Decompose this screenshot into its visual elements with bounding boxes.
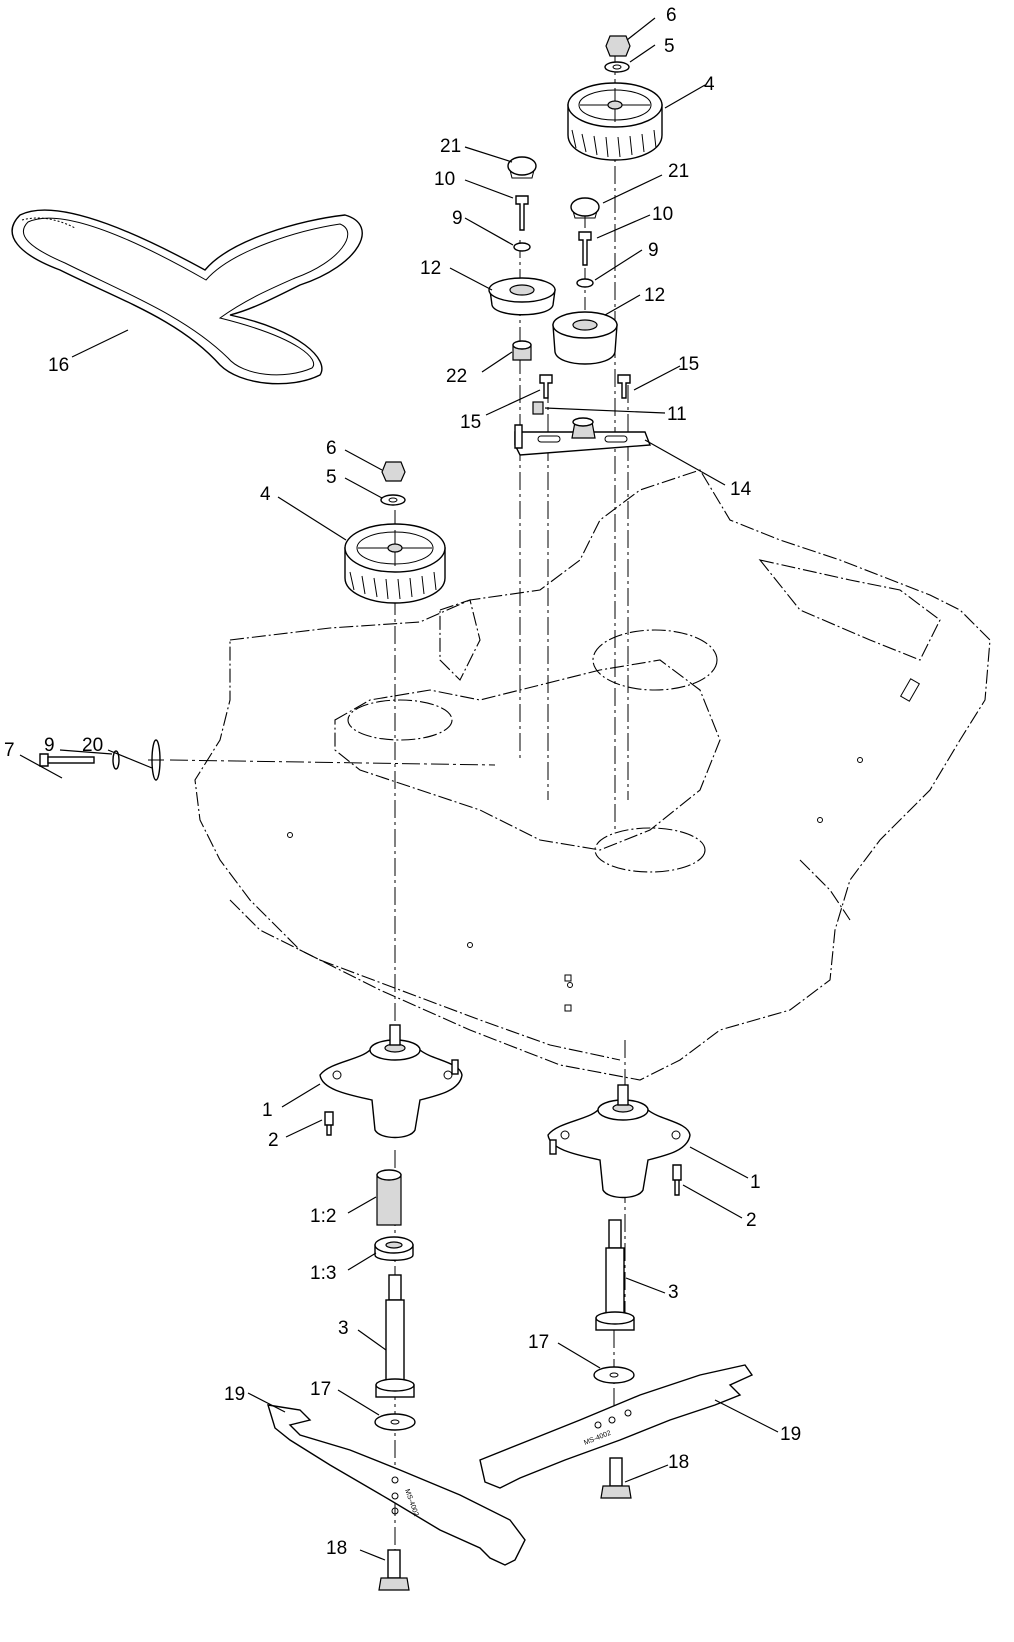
callout-11: 11 <box>667 404 687 425</box>
callout-18-right: 18 <box>668 1452 689 1473</box>
spindle-housing-left <box>319 1024 463 1139</box>
blade-right: MS-4002 <box>479 1364 754 1489</box>
shaft-stack-left <box>374 1169 416 1431</box>
pulley-4-upper <box>567 82 663 161</box>
nut-6-lower <box>381 461 406 482</box>
callout-21-left: 21 <box>440 136 461 157</box>
leader-lines <box>19 17 779 1561</box>
spindle-shaft-3-left <box>375 1274 415 1398</box>
belt <box>11 209 363 385</box>
pivot-bolt-assembly <box>39 739 164 781</box>
callout-17-left: 17 <box>310 1379 331 1400</box>
washer-17-left <box>374 1413 416 1431</box>
washer-9-left <box>513 242 531 252</box>
idler-pulley-12-right <box>552 311 618 365</box>
callout-18-left: 18 <box>326 1538 347 1559</box>
idler-left <box>488 156 556 361</box>
idler-right <box>552 197 618 365</box>
callout-1-right: 1 <box>750 1172 761 1193</box>
callout-4-lower: 4 <box>260 484 271 505</box>
idler-bracket <box>514 374 651 456</box>
blade-left: MS-4002 <box>267 1404 526 1566</box>
callout-labels: 6 5 4 21 10 9 12 22 21 10 9 12 15 15 11 … <box>4 5 801 1559</box>
callout-3-left: 3 <box>338 1318 349 1339</box>
nut-6-upper <box>605 35 631 57</box>
callout-2-left: 2 <box>268 1130 279 1151</box>
callout-3-right: 3 <box>668 1282 679 1303</box>
callout-1-left: 1 <box>262 1100 273 1121</box>
callout-5-upper: 5 <box>664 36 675 57</box>
callout-9-right: 9 <box>648 240 659 261</box>
callout-10-left: 10 <box>434 169 455 190</box>
callout-12-right: 12 <box>644 285 665 306</box>
spindle-shaft-3-right <box>595 1219 635 1331</box>
blade-bolt-18-right <box>600 1457 632 1499</box>
pulley-4-lower <box>344 523 446 604</box>
callout-10-right: 10 <box>652 204 673 225</box>
callout-2-right: 2 <box>746 1210 757 1231</box>
callout-7: 7 <box>4 740 15 761</box>
callout-9-pivot: 9 <box>44 735 55 756</box>
pulley-stack-upper <box>567 35 663 161</box>
spindle-housing-right <box>547 1084 691 1199</box>
bolt-15-right <box>617 374 631 399</box>
callout-20: 20 <box>82 735 103 756</box>
mower-deck <box>194 469 991 1081</box>
callout-19-right: 19 <box>780 1424 801 1445</box>
bearing-spacer-1-2 <box>376 1174 402 1226</box>
callout-5-lower: 5 <box>326 467 337 488</box>
bolt-7 <box>39 753 49 767</box>
pulley-stack-lower <box>344 461 446 604</box>
callout-9-left: 9 <box>452 208 463 229</box>
bolt-10-right <box>578 231 592 266</box>
callout-4-upper: 4 <box>704 74 715 95</box>
bolt-10-left <box>515 195 529 231</box>
bearing-1-3 <box>374 1236 414 1261</box>
callout-1-2: 1:2 <box>310 1206 336 1227</box>
washer-5-upper <box>604 61 630 73</box>
callout-12-left: 12 <box>420 258 441 279</box>
callout-15-left: 15 <box>460 412 481 433</box>
washer-9-pivot <box>112 750 120 770</box>
washer-9-right <box>576 278 594 288</box>
callout-19-left: 19 <box>224 1384 245 1405</box>
blade-bolt-18-left <box>378 1549 410 1591</box>
washer-17-right <box>593 1366 635 1384</box>
callout-22: 22 <box>446 366 467 387</box>
callout-17-right: 17 <box>528 1332 549 1353</box>
callout-6-lower: 6 <box>326 438 337 459</box>
shaft-stack-right <box>593 1219 635 1384</box>
spacer-11 <box>532 401 544 415</box>
bolt-15-left <box>539 374 553 399</box>
cap-21-left <box>507 156 537 176</box>
idler-pulley-12-left <box>488 277 556 316</box>
washer-5-lower <box>380 494 406 506</box>
cap-21-right <box>570 197 600 217</box>
bolt-2-left <box>324 1111 334 1136</box>
callout-21-right: 21 <box>668 161 689 182</box>
callout-16: 16 <box>48 355 69 376</box>
bolt-2-right <box>672 1164 682 1196</box>
callout-6-upper: 6 <box>666 5 677 26</box>
callout-15-right: 15 <box>678 354 699 375</box>
callout-14: 14 <box>730 479 752 500</box>
callout-1-3: 1:3 <box>310 1263 336 1284</box>
